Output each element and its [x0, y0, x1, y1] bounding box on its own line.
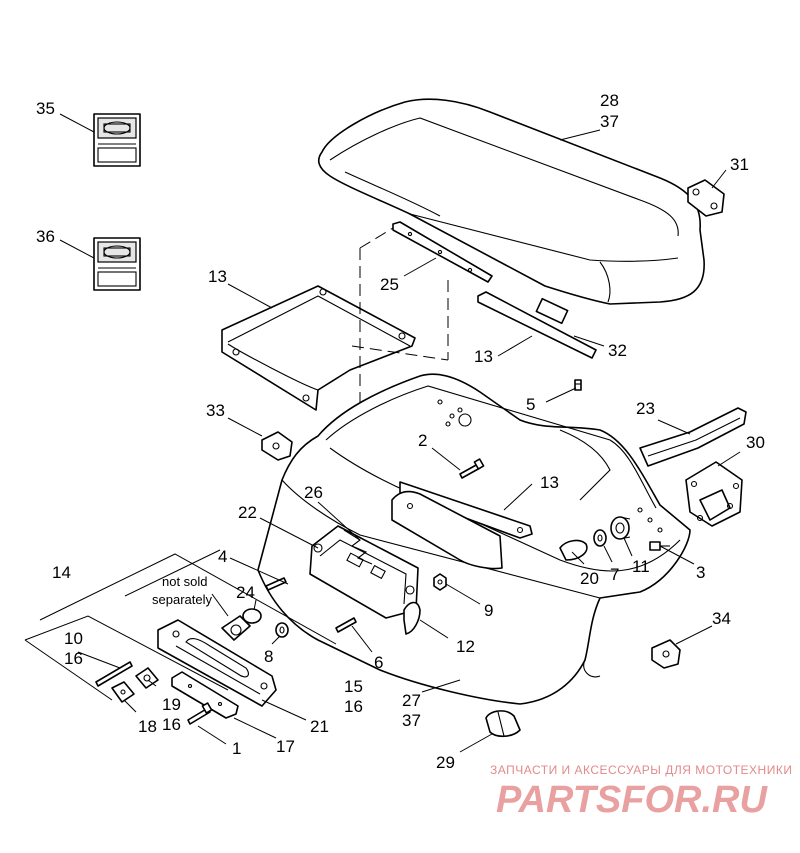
callout-16-left: 16: [64, 649, 83, 668]
watermark: ЗАПЧАСТИ И АКСЕССУАРЫ ДЛЯ МОТОТЕХНИКИ PA…: [490, 763, 792, 821]
bracket-13-lower: [391, 481, 533, 570]
lever-12: [403, 601, 421, 635]
handle-21: [157, 619, 277, 707]
callout-1: 1: [232, 739, 241, 758]
callout-labels: 35 36 28 37 31 13 25 32 13 5 23 33 2 30 …: [36, 91, 765, 772]
group-bracket-10: [24, 615, 229, 691]
callout-13-upper: 13: [208, 267, 227, 286]
callout-36: 36: [36, 227, 55, 246]
washer-7: [593, 529, 607, 547]
callout-37-lid: 37: [600, 112, 619, 131]
trim-23: [639, 407, 747, 467]
callout-19: 19: [162, 695, 181, 714]
callout-29: 29: [436, 753, 455, 772]
bracket-34: [651, 639, 681, 669]
clip-29: [485, 710, 521, 738]
callout-3: 3: [696, 563, 705, 582]
callout-14: 14: [52, 563, 71, 582]
lock-24: [221, 608, 262, 641]
note-not-sold: not sold: [162, 574, 208, 589]
leader-lines: [59, 113, 741, 753]
callout-8: 8: [264, 647, 273, 666]
decal-36: [93, 237, 141, 291]
callout-15: 15: [344, 677, 363, 696]
callout-4: 4: [218, 547, 227, 566]
bracket-31: [687, 179, 725, 217]
nut-9: [433, 573, 447, 591]
callout-31: 31: [730, 155, 749, 174]
watermark-tagline: ЗАПЧАСТИ И АКСЕССУАРЫ ДЛЯ МОТОТЕХНИКИ: [490, 763, 792, 777]
washer-8: [275, 622, 289, 638]
callout-10: 10: [64, 629, 83, 648]
tour-pak-lid: [317, 98, 705, 305]
callout-28: 28: [600, 91, 619, 110]
group-bracket-10b: [24, 639, 113, 701]
spring-26: [343, 529, 373, 565]
callout-21: 21: [310, 717, 329, 736]
callout-6: 6: [374, 653, 383, 672]
pin-16-upper: [95, 661, 133, 687]
callout-11: 11: [632, 557, 650, 576]
hinge-strip-25: [392, 221, 493, 283]
callout-16-mid: 16: [344, 697, 363, 716]
bracket-33: [261, 431, 293, 461]
screw-6: [335, 617, 357, 633]
callout-26: 26: [304, 483, 323, 502]
group-bracket-14: [39, 553, 337, 645]
callout-25: 25: [380, 275, 399, 294]
callout-2: 2: [418, 431, 427, 450]
group-bracket-14b: [124, 549, 221, 597]
callout-22: 22: [238, 503, 257, 522]
alignment-line-b: [359, 227, 394, 249]
watermark-logo: PARTSFOR.RU: [496, 779, 768, 821]
callout-17: 17: [276, 737, 295, 756]
panel-13-upper: [221, 285, 416, 411]
callout-24: 24: [236, 583, 255, 602]
callout-13-mid: 13: [474, 347, 493, 366]
note-separately: separately: [152, 592, 212, 607]
callout-13-lower: 13: [540, 473, 559, 492]
callout-18: 18: [138, 717, 157, 736]
callout-7: 7: [610, 565, 619, 584]
callout-5: 5: [526, 395, 535, 414]
bar-17: [171, 671, 239, 719]
screw-1: [187, 702, 213, 725]
callout-32: 32: [608, 341, 627, 360]
decal-35: [93, 113, 141, 167]
callout-35: 35: [36, 99, 55, 118]
bumper-20: [559, 539, 588, 561]
screw-2: [459, 458, 485, 479]
spacer-11: [610, 516, 631, 540]
callout-37-base: 37: [402, 711, 421, 730]
strip-32: [477, 291, 597, 359]
screw-5: [574, 379, 582, 391]
callout-16-lower: 16: [162, 715, 181, 734]
pad-18: [111, 681, 135, 703]
callout-33: 33: [206, 401, 225, 420]
callout-23: 23: [636, 399, 655, 418]
callout-27: 27: [402, 691, 421, 710]
hinge-30: [685, 461, 743, 527]
alignment-line-d: [351, 345, 449, 361]
callout-12: 12: [456, 637, 475, 656]
callout-34: 34: [712, 609, 731, 628]
callout-20: 20: [580, 569, 599, 588]
callout-30: 30: [746, 433, 765, 452]
callout-9: 9: [484, 601, 493, 620]
